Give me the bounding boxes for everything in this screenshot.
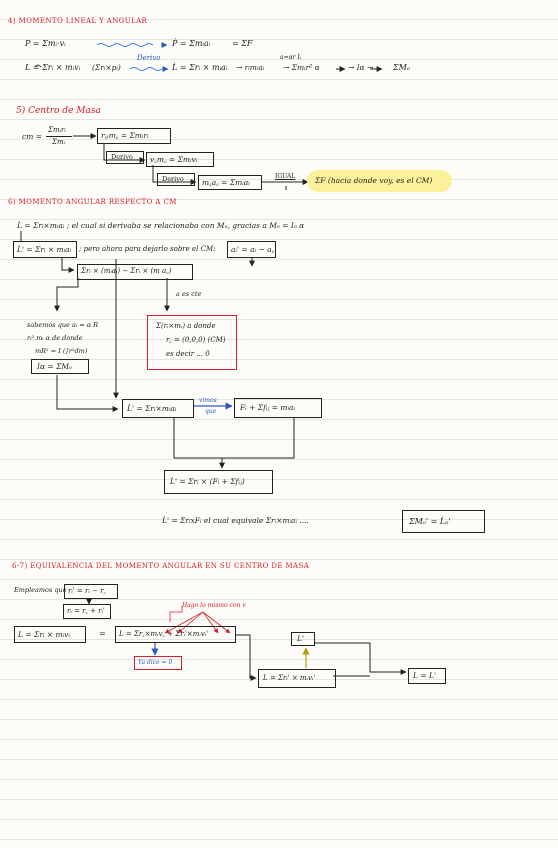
conclusion-box: ΣMₒ' = L̇ₒ' xyxy=(402,510,485,533)
vimos-2: que xyxy=(205,408,217,415)
L-equal-box: L = L' xyxy=(408,668,446,684)
L-equal-eq: L = L' xyxy=(413,671,437,680)
position-box: rᵢ = r꜀ + rᵢ' xyxy=(63,604,111,619)
a-es-cte: a es cte xyxy=(176,290,202,298)
relative-pos-box: rᵢ' = rᵢ − r꜀ xyxy=(64,584,118,599)
linear-momentum-eq: P = Σmᵢ·vᵢ xyxy=(25,39,66,48)
left-note-3: mR² = I (∫r²dm) xyxy=(35,347,88,355)
derivo-text-2: Derivo xyxy=(162,175,184,183)
l-prime-forces-box: L̇' = Σrᵢ × (Fᵢ + Σfᵢⱼ) xyxy=(164,470,273,494)
cm-velocity-box: v꜀m꜀ = Σmᵢvᵢ xyxy=(146,152,214,167)
cm-velocity-eq: v꜀m꜀ = Σmᵢvᵢ xyxy=(150,155,198,164)
relative-accel-box: aᵢ' = aᵢ − a꜀ xyxy=(227,241,276,258)
l-prime-box-2: L̇' = Σrᵢ×mᵢaᵢ xyxy=(122,399,194,418)
position-eq: rᵢ = r꜀ + rᵢ' xyxy=(67,607,105,615)
step-a: → rᵢmᵢaᵢ xyxy=(236,63,265,72)
cm-position-eq: r꜀ᵢm꜀ = Σmᵢrᵢ xyxy=(101,131,149,140)
step-b: → Σmᵢr² α xyxy=(283,63,320,72)
left-note-1: sabemos que aᵢ = α R xyxy=(27,321,99,329)
split-box: Σrᵢ × (mᵢaᵢ) − Σrᵢ × (m a꜀) xyxy=(77,264,193,280)
section-6-intro: L̇ = Σrᵢ×mᵢaᵢ ; el cual si derivaba se r… xyxy=(17,221,305,230)
conclusion-eq: ΣMₒ' = L̇ₒ' xyxy=(409,517,451,526)
cm-zero-2: r꜀ = (0,0,0) (CM) xyxy=(166,336,226,344)
derivo-text-1: Derivo xyxy=(111,153,133,161)
torque-box: Iα = ΣMₒ xyxy=(31,359,89,374)
l-prime-eq: L̇' = Σrᵢ × mᵢaᵢ xyxy=(17,245,72,254)
cm-label: cm = xyxy=(22,132,42,141)
wavy-arrow xyxy=(96,43,154,47)
zero-text: Ya dice = 0 xyxy=(138,659,173,666)
wavy-arrow xyxy=(129,67,163,71)
equals-sign: = xyxy=(99,629,106,638)
cm-accel-box: m꜀a꜀ = Σmᵢaᵢ xyxy=(198,175,262,190)
L-expand-eq: L = Σr꜀×mᵢv꜀ + Σrᵢ'×mᵢvᵢ' xyxy=(119,630,209,638)
igual-label: Igual xyxy=(275,173,296,180)
L-prime-small-box: L' xyxy=(291,632,315,646)
relative-accel-eq: aᵢ' = aᵢ − a꜀ xyxy=(231,245,275,254)
L-final-box: L = Σrᵢ' × mᵢvᵢ' xyxy=(258,669,336,688)
L-final-eq: L = Σrᵢ' × mᵢvᵢ' xyxy=(263,674,316,682)
angular-momentum-p-form: (Σrᵢ×pᵢ) xyxy=(92,63,121,72)
step-c: → Iα → xyxy=(348,63,374,72)
L-box: L = Σrᵢ × mᵢvᵢ xyxy=(14,626,86,643)
section-4-title: 4) Momento lineal y angular xyxy=(8,17,148,25)
angular-momentum-deriv: L̇ = Σrᵢ × mᵢaᵢ xyxy=(172,63,228,72)
sum-forces: = ΣF xyxy=(232,39,253,48)
cm-zero-1: Σ(rᵢ×mᵢ) a donde xyxy=(156,322,216,330)
forces-eq: Fᵢ + Σfᵢⱼ = mᵢaᵢ xyxy=(240,403,295,412)
torque-eq: Iα = ΣMₒ xyxy=(37,362,72,371)
section-5-title: 5) Centro de Masa xyxy=(16,106,101,116)
L-prime-small: L' xyxy=(297,634,305,643)
highlight xyxy=(307,170,452,192)
section-67-title: 6-7) Equivalencia del momento angular en… xyxy=(12,562,310,570)
cm-result: ΣF (hacia donde voy, es el CM) xyxy=(315,176,433,185)
split-eq: Σrᵢ × (mᵢaᵢ) − Σrᵢ × (m a꜀) xyxy=(81,267,172,275)
cm-denominator: Σmᵢ xyxy=(52,138,65,146)
l-prime-note: ; pero ahora para dejarlo sobre el CM: xyxy=(79,245,216,253)
section-6-title: 6) Momento angular respecto a CM xyxy=(8,198,177,206)
derivo-box-2: Derivo xyxy=(157,173,195,186)
relative-pos-eq: rᵢ' = rᵢ − r꜀ xyxy=(68,587,106,595)
left-note-2: rᵢ² mᵢ α de donde xyxy=(27,334,83,342)
forces-box: Fᵢ + Σfᵢⱼ = mᵢaᵢ xyxy=(234,398,322,418)
cm-zero-box: Σ(rᵢ×mᵢ) a donde r꜀ = (0,0,0) (CM) es de… xyxy=(147,315,237,370)
derivo-box-1: Derivo xyxy=(106,151,144,164)
empleamos-label: Empleamos que xyxy=(14,586,67,594)
linear-momentum-deriv: Ṗ = Σmᵢaᵢ xyxy=(172,39,211,48)
zero-box: Ya dice = 0 xyxy=(134,656,182,670)
angular-momentum-eq: L = Σrᵢ × mᵢvᵢ xyxy=(25,63,81,72)
L-expand-box: L = Σr꜀×mᵢv꜀ + Σrᵢ'×mᵢvᵢ' xyxy=(115,626,236,643)
l-prime-forces-eq: L̇' = Σrᵢ × (Fᵢ + Σfᵢⱼ) xyxy=(170,477,245,486)
step-note: a=αr Iᵢ xyxy=(280,54,302,61)
vimos-1: vimos xyxy=(199,397,217,404)
cm-accel-eq: m꜀a꜀ = Σmᵢaᵢ xyxy=(202,178,250,187)
derivo-label: Derivo xyxy=(137,54,161,62)
hago-label: Hago lo mismo con v xyxy=(182,602,246,609)
cm-position-box: r꜀ᵢm꜀ = Σmᵢrᵢ xyxy=(97,128,171,144)
step-d: ΣMₒ xyxy=(393,63,410,72)
fraction-bar xyxy=(46,136,72,137)
l-prime-box: L̇' = Σrᵢ × mᵢaᵢ xyxy=(13,241,77,258)
L-eq: L = Σrᵢ × mᵢvᵢ xyxy=(18,630,70,639)
conclusion-text: L̇' = ΣrᵢxFᵢ el cual equivale Σrᵢ×mᵢaᵢ .… xyxy=(162,516,309,525)
l-prime-eq-2: L̇' = Σrᵢ×mᵢaᵢ xyxy=(127,404,177,413)
cm-zero-3: es decir ... 0 xyxy=(166,350,210,358)
cm-numerator: Σmᵢrᵢ xyxy=(48,126,66,134)
